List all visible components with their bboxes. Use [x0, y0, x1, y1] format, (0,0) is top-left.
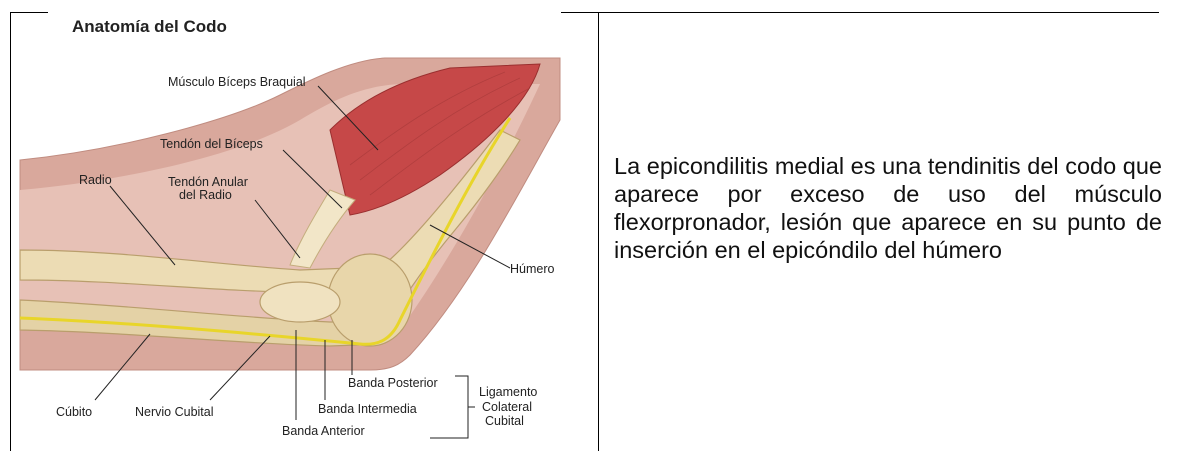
- label-annular-tendon-2: del Radio: [179, 188, 232, 202]
- label-biceps-muscle: Músculo Bíceps Braquial: [168, 75, 306, 89]
- table-top-rule-right: [561, 12, 1159, 13]
- table-middle-rule: [598, 12, 599, 451]
- table-left-rule: [10, 12, 11, 451]
- label-intermediate-band: Banda Intermedia: [318, 402, 417, 416]
- label-ulna: Cúbito: [56, 405, 93, 419]
- elbow-joint: [327, 253, 413, 347]
- label-anterior-band: Banda Anterior: [282, 424, 365, 438]
- annular-ligament: [259, 281, 341, 323]
- elbow-anatomy-illustration: [19, 57, 561, 439]
- label-biceps-tendon: Tendón del Bíceps: [160, 137, 263, 151]
- label-ulnar-nerve: Nervio Cubital: [135, 405, 214, 419]
- biceps-tendon: [289, 189, 356, 269]
- biceps-muscle: [329, 63, 541, 216]
- figure-title: Anatomía del Codo: [72, 17, 227, 36]
- table-top-rule-left: [10, 12, 48, 13]
- label-ligament-2: Colateral: [482, 400, 533, 414]
- label-radius: Radio: [79, 173, 112, 187]
- label-ligament-3: Cubital: [485, 414, 524, 428]
- ulnar-nerve: [19, 117, 512, 346]
- label-humerus: Húmero: [510, 262, 555, 276]
- label-posterior-band: Banda Posterior: [348, 376, 438, 390]
- label-ligament-1: Ligamento: [479, 385, 538, 399]
- label-annular-tendon-1: Tendón Anular: [168, 175, 248, 189]
- body-paragraph: La epicondilitis medial es una tendiniti…: [614, 153, 1162, 263]
